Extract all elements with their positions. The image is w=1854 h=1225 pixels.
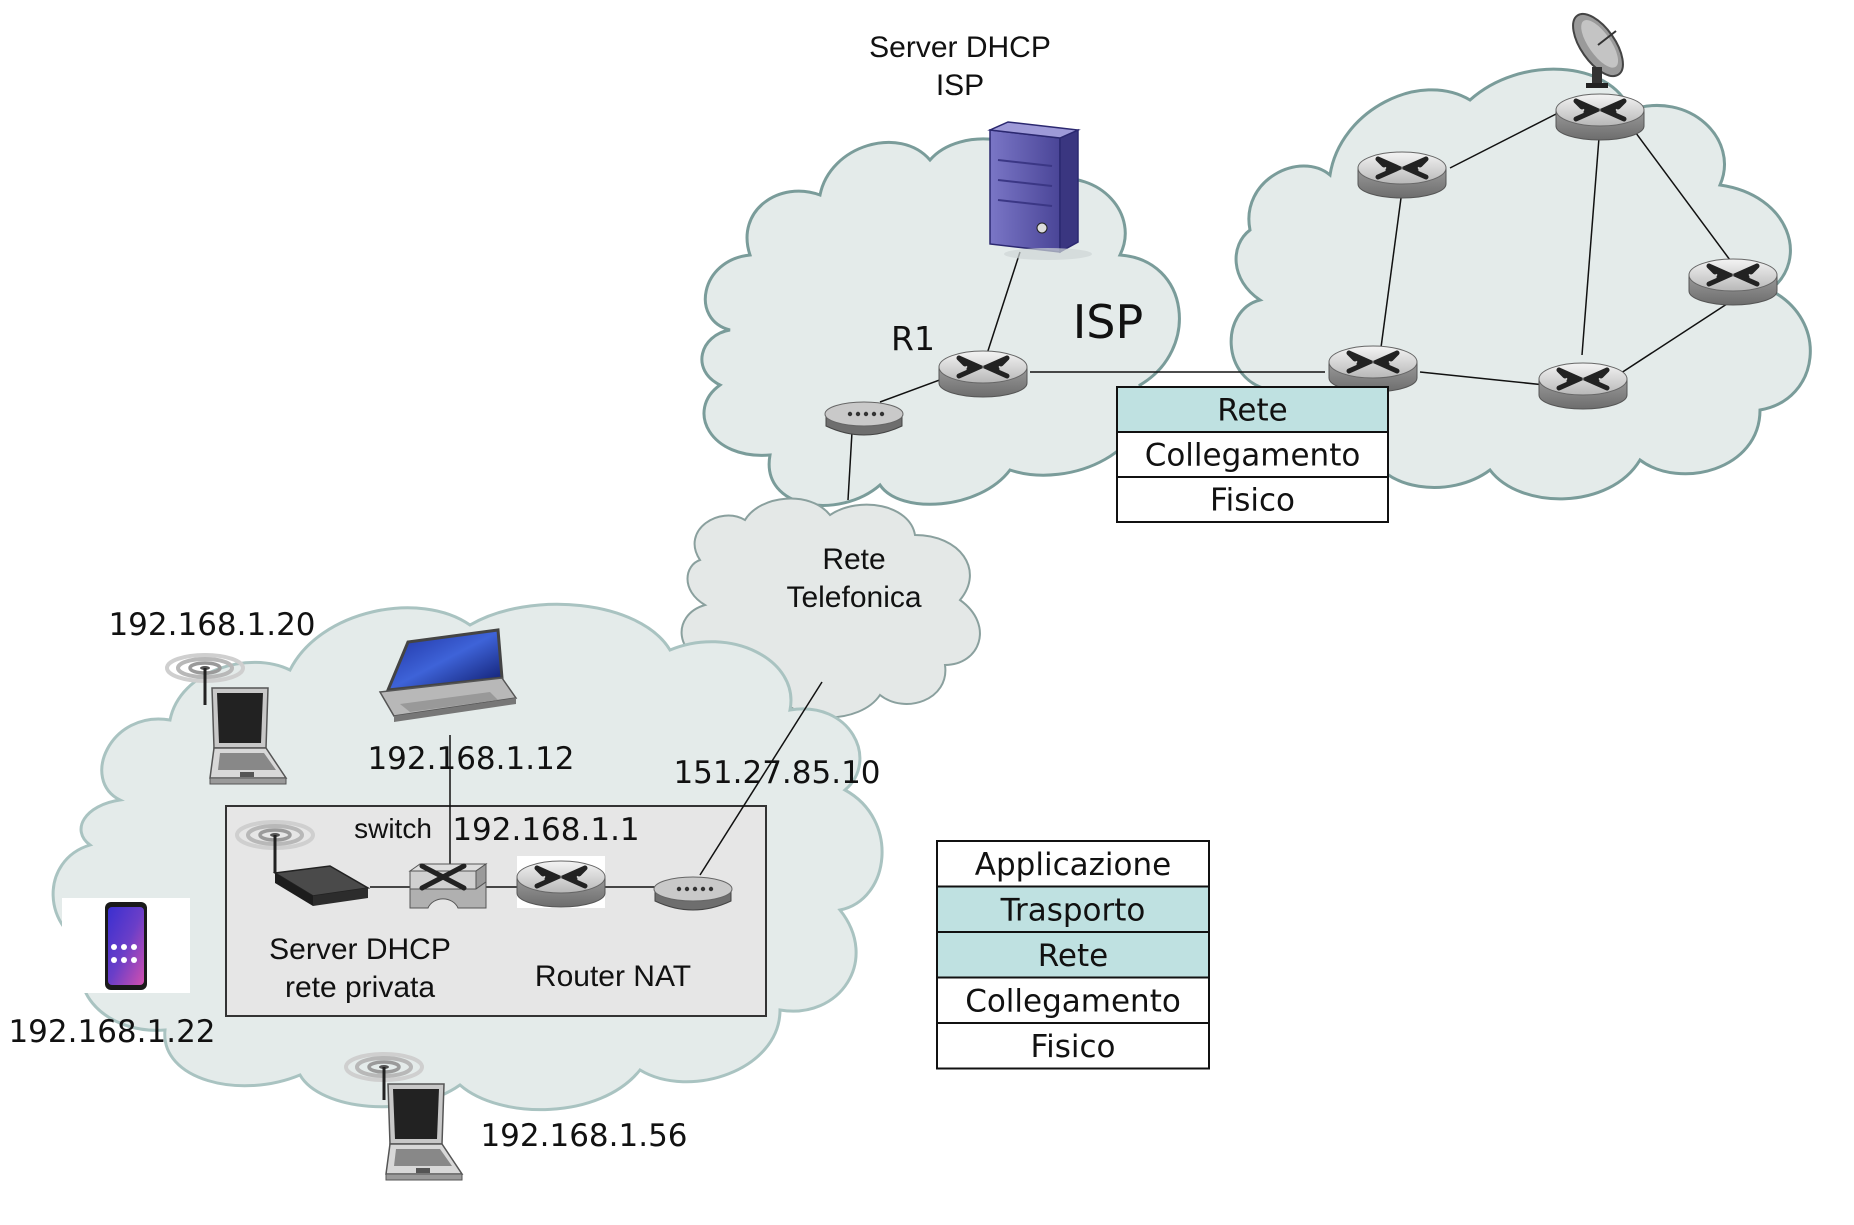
host-ip-label: 192.168.1.20 [108, 607, 315, 643]
link-phone-lanmodem [699, 681, 823, 876]
stack-layer-label: Collegamento [965, 983, 1181, 1019]
smartphone-icon [62, 898, 190, 993]
host-protocol-stack: ApplicazioneTrasportoReteCollegamentoFis… [936, 840, 1210, 1070]
nat-router-label: Router NAT [535, 960, 691, 993]
internet-router-bottom-left [1329, 346, 1417, 392]
stack-cell [936, 1022, 1210, 1070]
stack-layer-fisico: Fisico [936, 1022, 1210, 1070]
stack-layer-label: Rete [1217, 393, 1287, 429]
wireless-access-point-icon [272, 865, 371, 906]
stack-layer-fisico: Fisico [1116, 476, 1389, 523]
lan-modem-icon [653, 876, 733, 911]
internet-router-left [1358, 152, 1446, 198]
stack-layer-rete: Rete [1116, 386, 1389, 433]
stack-layer-applicazione: Applicazione [936, 840, 1210, 888]
links [370, 111, 1734, 888]
stack-cell [936, 840, 1210, 888]
laptop-icon [378, 628, 518, 722]
router-r1-label: R1 [891, 319, 935, 358]
switch-label: switch [354, 813, 432, 844]
internet-router-bottom-right [1539, 363, 1627, 409]
isp-modem-icon [824, 401, 904, 436]
link-server-r1 [984, 251, 1021, 361]
isp-dhcp-server-label: ISP [936, 69, 984, 102]
isp-dhcp-server-label: Server DHCP [869, 31, 1051, 64]
public-ip-label: 151.27.85.10 [673, 755, 880, 791]
stack-cell [1116, 476, 1389, 523]
lan-equipment-box [225, 805, 767, 1017]
stack-cell [1116, 386, 1389, 433]
stack-layer-rete: Rete [936, 931, 1210, 979]
host-ip-label: 192.168.1.22 [8, 1014, 215, 1050]
server-tower-icon [987, 121, 1092, 260]
satellite-dish-icon [1572, 12, 1624, 88]
stack-layer-collegamento: Collegamento [936, 976, 1210, 1024]
stack-layer-label: Fisico [1031, 1029, 1116, 1065]
link-modem-phone [847, 431, 853, 501]
isp-cloud-label: ISP [1073, 295, 1144, 349]
link-r1-modem [879, 377, 946, 403]
host-ip-label: 192.168.1.56 [480, 1118, 687, 1154]
dhcp-private-label: Server DHCP [269, 933, 451, 966]
stack-layer-label: Rete [1038, 938, 1108, 974]
isp-router-r1 [939, 351, 1027, 397]
stack-cell [936, 976, 1210, 1024]
phone-network-label: Telefonica [786, 581, 921, 614]
stack-layer-label: Collegamento [1145, 438, 1361, 474]
router-ip-label: 192.168.1.1 [452, 812, 639, 848]
stack-cell [936, 931, 1210, 979]
dhcp-private-label: rete privata [285, 971, 435, 1004]
stack-layer-label: Fisico [1210, 483, 1295, 519]
internet-router-top [1556, 94, 1644, 140]
nat-router-icon [517, 861, 605, 907]
stack-layer-collegamento: Collegamento [1116, 431, 1389, 478]
switch-icon [408, 863, 488, 909]
stack-layer-label: Applicazione [975, 847, 1171, 883]
internet-router-right [1689, 259, 1777, 305]
wireless-laptop-icon [385, 1083, 463, 1181]
host-ip-label: 192.168.1.12 [367, 741, 574, 777]
stack-layer-label: Trasporto [1000, 892, 1146, 928]
phone-network-label: Rete [822, 543, 885, 576]
stack-cell [1116, 431, 1389, 478]
stack-layer-trasporto: Trasporto [936, 885, 1210, 933]
